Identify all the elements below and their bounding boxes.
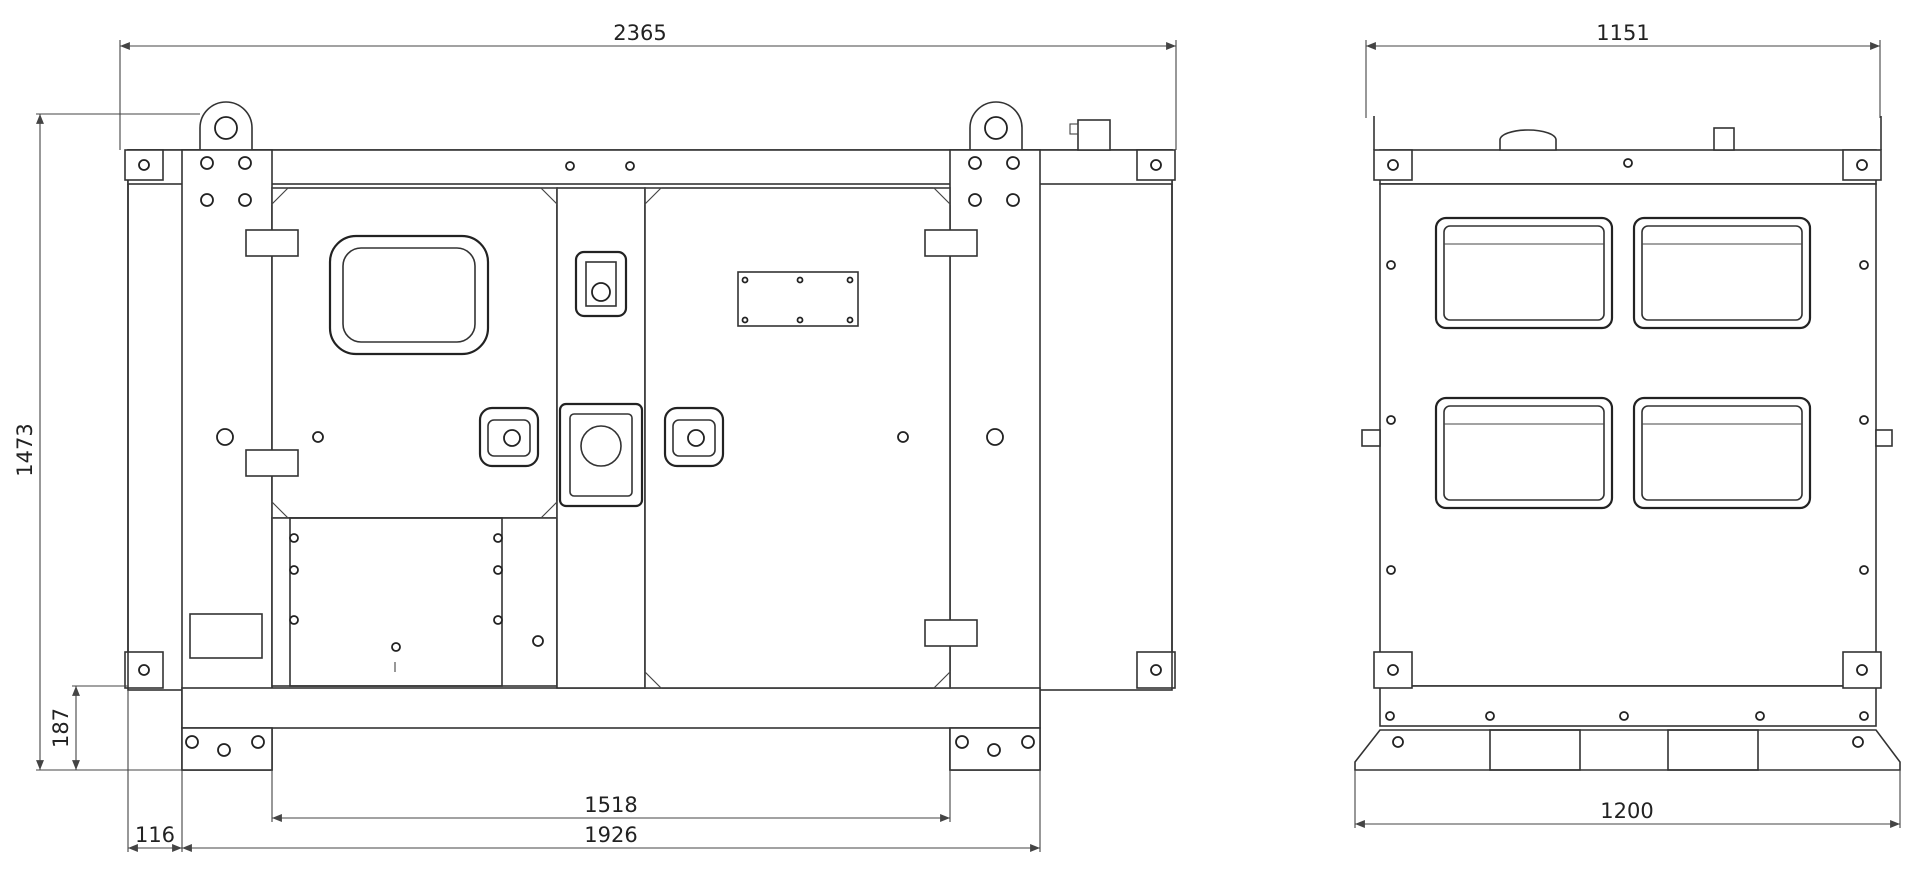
dimensions xyxy=(36,40,1901,852)
louver-bottom-right xyxy=(1632,396,1812,510)
window xyxy=(328,234,490,356)
central-top-handle xyxy=(574,250,628,318)
dim-side-width: 1151 xyxy=(1596,21,1649,45)
left-door-handle xyxy=(478,406,540,468)
nameplate-left xyxy=(189,613,263,659)
front-view xyxy=(124,101,1176,771)
dim-forklift-span: 1518 xyxy=(584,793,637,817)
dim-front-width: 2365 xyxy=(613,21,666,45)
lifting-eye-right xyxy=(969,101,1023,151)
dim-side-base-width: 1200 xyxy=(1600,799,1653,823)
lifting-eye-left xyxy=(199,101,253,151)
central-fuel-cap xyxy=(558,402,644,508)
exhaust-stub xyxy=(1077,119,1111,151)
dim-overall-height: 1473 xyxy=(13,423,37,476)
nameplate-right xyxy=(737,271,859,327)
louver-top-left xyxy=(1434,216,1614,330)
right-door-handle xyxy=(663,406,725,468)
louver-bottom-left xyxy=(1434,396,1614,510)
dim-base-length: 1926 xyxy=(584,823,637,847)
louver-top-right xyxy=(1632,216,1812,330)
dim-base-height: 187 xyxy=(49,708,73,748)
side-view xyxy=(1354,116,1901,771)
dim-edge-offset: 116 xyxy=(135,823,175,847)
